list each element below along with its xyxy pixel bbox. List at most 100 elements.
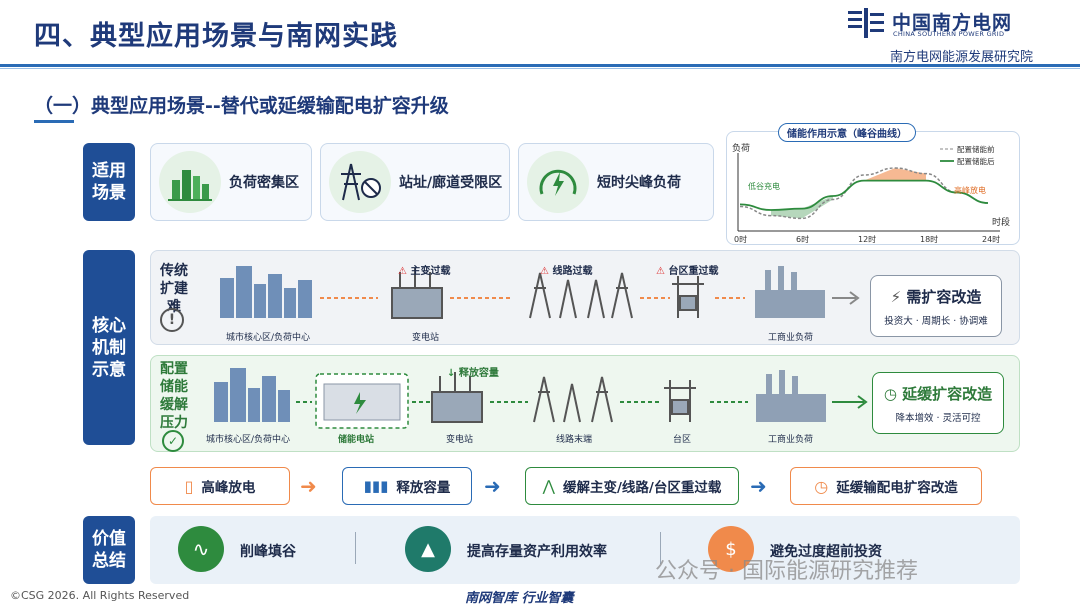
legend-after: 配置储能后 xyxy=(957,156,995,166)
transmission-tower-restricted-icon xyxy=(329,151,391,213)
copyright: ©CSG 2026. All Rights Reserved xyxy=(10,589,190,602)
storage-station-icon xyxy=(315,373,409,429)
x-tick-label: 12时 xyxy=(858,234,876,244)
value-panel xyxy=(150,516,1020,584)
x-tick-label: 6时 xyxy=(796,234,809,244)
flow-step-peak-discharge: ▯ 高峰放电 xyxy=(150,467,290,505)
footer-slogan: 南网智库 行业智囊 xyxy=(465,591,574,606)
city-buildings-icon xyxy=(159,151,221,213)
result-subtitle: 投资大 · 周期长 · 协调难 xyxy=(884,315,988,327)
logo-text: 中国南方电网 xyxy=(892,12,1013,34)
csg-logo-icon xyxy=(848,8,884,38)
factory-icon xyxy=(756,370,826,422)
value-item: 削峰填谷 xyxy=(240,544,296,560)
result-delay-expansion: ◷ 延缓扩容改造 降本增效 · 灵活可控 xyxy=(872,372,1004,434)
scene-card-peak-load: 短时尖峰负荷 xyxy=(518,143,714,221)
tower-icon: ⋀ xyxy=(542,477,555,495)
caption-substation: 变电站 xyxy=(446,435,474,445)
tower-icon: ⚡ xyxy=(890,287,902,306)
mechanism-label: 核心 机制 示意 xyxy=(83,250,135,445)
substation-icon xyxy=(391,268,443,319)
x-axis-label: 时段 xyxy=(992,216,1010,228)
caption-storage-station: 储能电站 xyxy=(338,435,375,445)
peak-label: 高峰放电 xyxy=(954,185,986,195)
result-title: ⚡ 需扩容改造 xyxy=(890,287,982,306)
battery-bolt-icon: ▯ xyxy=(184,476,194,496)
warning-area: ⚠ 台区重过载 xyxy=(656,266,719,277)
bar-chart-icon: ▮▮▮ xyxy=(363,477,389,495)
check-icon: ✓ xyxy=(162,430,184,452)
result-subtitle: 降本增效 · 灵活可控 xyxy=(895,412,981,424)
caption-area: 台区 xyxy=(673,435,692,445)
growth-chart-icon: ▲ xyxy=(405,526,451,572)
y-axis-label: 负荷 xyxy=(732,142,750,154)
x-tick-label: 0时 xyxy=(734,234,747,244)
caption-commercial-load: 工商业负荷 xyxy=(768,333,814,343)
caption-commercial-load: 工商业负荷 xyxy=(768,435,814,445)
divider xyxy=(355,532,356,564)
flow-label: 释放容量 xyxy=(396,480,451,496)
coins-shield-icon: $ xyxy=(708,526,754,572)
warning-line: ⚠ 线路过载 xyxy=(540,266,593,277)
clock-icon: ◷ xyxy=(814,476,829,496)
traditional-flow-illustration xyxy=(220,266,860,319)
result-title: ◷ 延缓扩容改造 xyxy=(883,384,993,403)
legend-before: 配置储能前 xyxy=(957,144,995,154)
storage-row xyxy=(150,355,1020,452)
divider xyxy=(660,532,661,564)
distribution-transformer-icon xyxy=(664,380,696,422)
clock-icon: ◷ xyxy=(883,384,897,403)
series-line-before xyxy=(739,167,989,220)
watermark: 公众号 · 国际能源研究推荐 xyxy=(655,559,918,584)
header-divider xyxy=(0,64,1080,67)
flow-label: 延缓输配电扩容改造 xyxy=(836,480,958,496)
flow-step-release-capacity: ▮▮▮ 释放容量 xyxy=(342,467,472,505)
caption-line-end: 线路末端 xyxy=(556,435,593,445)
institute-name: 南方电网能源发展研究院 xyxy=(890,50,1034,65)
x-tick-label: 18时 xyxy=(920,234,938,244)
storage-flow-illustration xyxy=(214,368,868,429)
scene-card-site-restricted: 站址/廊道受限区 xyxy=(320,143,510,221)
gauge-lightning-icon xyxy=(527,151,589,213)
flow-step-relieve-overload: ⋀ 缓解主变/线路/台区重过载 xyxy=(525,467,739,505)
warning-transformer: ⚠ 主变过载 xyxy=(398,266,451,277)
peak-valley-chart xyxy=(726,131,1020,245)
valley-label: 低谷充电 xyxy=(748,181,780,191)
substation-icon xyxy=(431,372,483,423)
result-expansion-needed: ⚡ 需扩容改造 投资大 · 周期长 · 协调难 xyxy=(870,275,1002,337)
chart-title: 储能作用示意（峰谷曲线） xyxy=(778,123,916,142)
flow-arrow-icon: ➜ xyxy=(484,474,501,498)
section-subtitle: （一）典型应用场景--替代或延缓输配电扩容升级 xyxy=(34,95,449,117)
city-buildings-icon xyxy=(220,266,312,318)
caption-substation: 变电站 xyxy=(412,333,440,343)
peak-valley-icon: ∿ xyxy=(178,526,224,572)
chart-plot: 负荷 时段 0时 6时 12时 18时 24时 低谷充电 高峰放电 配置储能前 配置储能… xyxy=(732,142,1010,244)
scene-label: 短时尖峰负荷 xyxy=(597,175,681,191)
value-item: 避免过度超前投资 xyxy=(770,544,882,560)
value-item: 提高存量资产利用效率 xyxy=(467,544,607,560)
transmission-towers-icon xyxy=(533,376,613,423)
subtitle-underline xyxy=(34,120,74,123)
release-capacity-label: ↓ 释放容量 xyxy=(447,368,499,379)
value-label: 价值 总结 xyxy=(83,516,135,584)
header-divider-thin xyxy=(0,68,1080,69)
x-tick-label: 24时 xyxy=(982,234,1000,244)
scene-card-load-dense: 负荷密集区 xyxy=(150,143,312,221)
factory-icon xyxy=(755,266,825,318)
storage-label: 配置 储能 缓解 压力 xyxy=(160,361,188,431)
series-line-after xyxy=(739,179,989,211)
flow-label: 高峰放电 xyxy=(201,480,256,496)
flow-arrow-icon: ➜ xyxy=(300,474,317,498)
scene-label: 负荷密集区 xyxy=(229,175,299,191)
flow-step-delay-expansion: ◷ 延缓输配电扩容改造 xyxy=(790,467,982,505)
caption-city-center: 城市核心区/负荷中心 xyxy=(206,435,291,445)
logo-english: CHINA SOUTHERN POWER GRID xyxy=(893,30,1005,38)
city-buildings-icon xyxy=(214,368,290,422)
page-title: 四、典型应用场景与南网实践 xyxy=(34,21,398,52)
scene-label: 站址/廊道受限区 xyxy=(399,175,503,191)
transmission-towers-icon xyxy=(529,272,633,319)
alert-icon: ! xyxy=(160,308,184,332)
valley-charge-area xyxy=(771,196,833,219)
flow-label: 缓解主变/线路/台区重过载 xyxy=(562,480,722,496)
caption-city-center: 城市核心区/负荷中心 xyxy=(226,333,311,343)
